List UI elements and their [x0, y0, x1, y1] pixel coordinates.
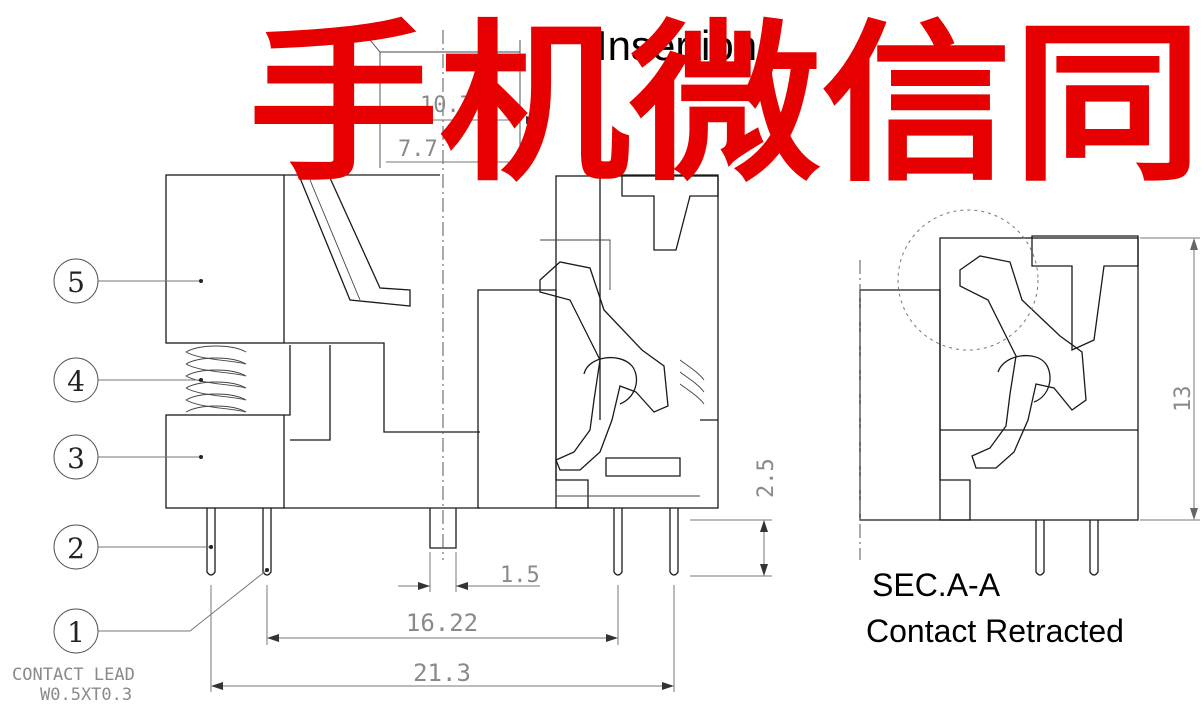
dimension-lines — [210, 116, 772, 692]
callout-4: 4 — [53, 357, 203, 403]
section-title: SEC.A-A — [872, 567, 1001, 603]
contact-spring — [539, 261, 669, 471]
retracted-contact — [959, 255, 1087, 469]
svg-text:3: 3 — [67, 442, 85, 475]
callout-3: 3 — [53, 434, 203, 480]
dim-pitch-inner: 16.22 — [406, 609, 478, 637]
middle-section — [477, 174, 719, 576]
section-caption: Contact Retracted — [866, 613, 1124, 649]
svg-text:2: 2 — [67, 532, 85, 565]
section-a-a — [859, 209, 1200, 576]
callout-5: 5 — [53, 258, 203, 304]
title-text: Insertion — [596, 22, 757, 69]
svg-text:1: 1 — [67, 616, 85, 649]
lead-1 — [262, 508, 272, 576]
callout-2: 2 — [53, 524, 213, 570]
side-view — [165, 30, 521, 576]
spring — [185, 345, 247, 413]
dim-pin-gap: 1.5 — [500, 563, 540, 588]
svg-text:4: 4 — [67, 365, 85, 398]
lead-2 — [206, 508, 216, 576]
dim-height: 13 — [1171, 386, 1196, 413]
contact-note-line1: CONTACT LEAD — [12, 665, 135, 685]
dim-insert-width: 10.7 — [420, 93, 473, 118]
part-3-body — [165, 414, 285, 509]
watermark-text: 手机微信同 — [248, 4, 1203, 205]
dim-pitch-outer: 21.3 — [413, 659, 471, 687]
part-5-body — [165, 174, 285, 344]
contact-note-line2: W0.5XT0.3 — [40, 685, 132, 705]
callout-1: 1 — [53, 568, 269, 654]
svg-text:5: 5 — [67, 266, 85, 299]
dim-pin-len: 2.5 — [754, 458, 779, 498]
dim-insert-inner: 7.7 — [398, 137, 438, 162]
callouts: 5 4 3 2 1 — [53, 258, 269, 654]
